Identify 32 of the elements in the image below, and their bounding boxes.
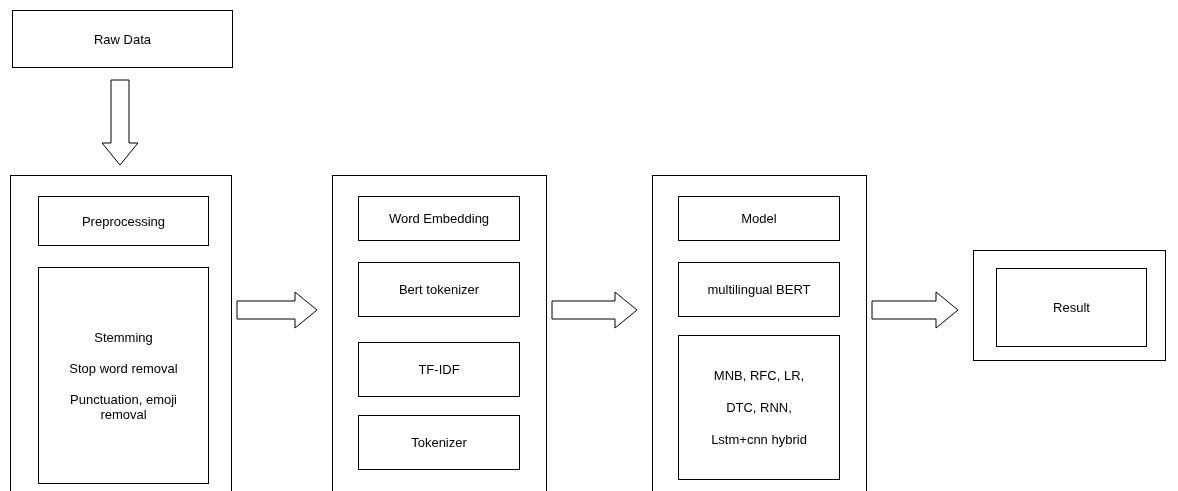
node-text: Bert tokenizer — [398, 282, 480, 297]
process-box — [358, 342, 520, 397]
process-box — [678, 335, 840, 480]
process-box — [358, 196, 520, 241]
panel-box — [10, 175, 232, 491]
node-text: Raw Data — [93, 31, 152, 47]
node-text: Punctuation, emoji removal — [69, 391, 178, 422]
node-text: Stemming — [94, 329, 153, 345]
process-box — [38, 196, 209, 246]
node-text: Stop word removal — [69, 360, 178, 376]
process-box — [678, 262, 840, 317]
block-arrow — [551, 291, 638, 329]
panel-box — [332, 175, 547, 491]
process-box — [678, 196, 840, 241]
node-text: Result — [1053, 300, 1090, 315]
node-text: Preprocessing — [81, 213, 166, 229]
node-text: TF-IDF — [418, 362, 460, 377]
process-box — [358, 262, 520, 317]
block-arrow — [101, 79, 139, 166]
process-box — [12, 10, 233, 68]
block-arrow — [236, 291, 318, 329]
process-box — [358, 415, 520, 470]
process-box — [38, 267, 209, 484]
node-text: Model — [741, 211, 777, 226]
node-text: MNB, RFC, LR, DTC, RNN, Lstm+cnn hybrid — [710, 366, 808, 449]
node-text: Word Embedding — [388, 211, 490, 226]
process-box — [996, 268, 1147, 347]
panel-box — [973, 250, 1166, 361]
node-text: Tokenizer — [411, 435, 467, 450]
node-text: multilingual BERT — [707, 282, 811, 297]
block-arrow — [871, 291, 959, 329]
panel-box — [652, 175, 867, 491]
